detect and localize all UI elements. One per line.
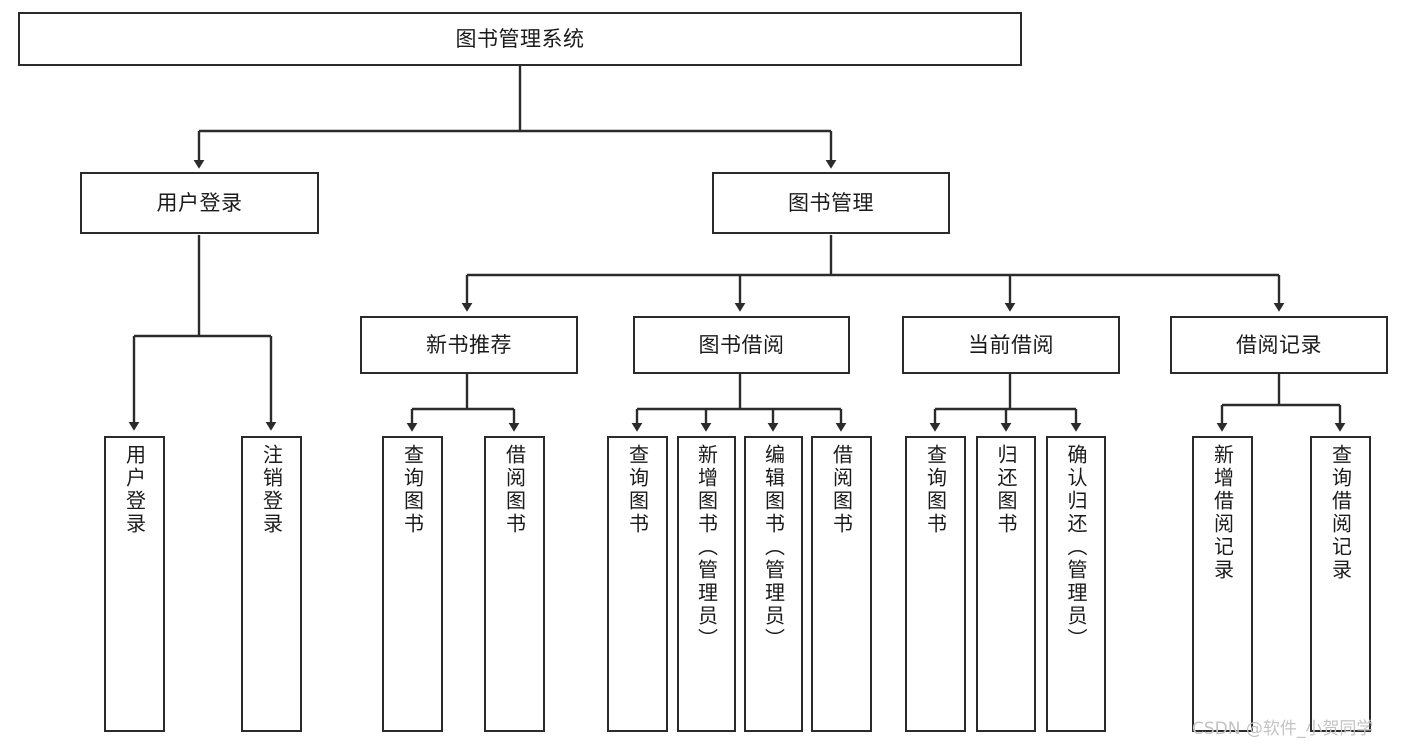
node-label: 图书管理系统 [455, 26, 585, 51]
node-user-login[interactable]: 用户登录 [80, 172, 319, 234]
leaf-current-borrow-confirm-return[interactable]: 确认归还（管理员） [1046, 436, 1106, 732]
csdn-watermark: CSDN @软件_小贺同学 [1192, 719, 1374, 739]
node-label: 图书管理 [788, 190, 874, 215]
node-label: 查询借阅记录 [1328, 444, 1353, 582]
node-label: 用户登录 [156, 190, 243, 215]
leaf-book-borrow-query[interactable]: 查询图书 [607, 436, 668, 732]
node-label: 新增图书（管理员） [694, 444, 719, 651]
node-label: 图书借阅 [698, 332, 785, 357]
leaf-current-borrow-query[interactable]: 查询图书 [905, 436, 966, 732]
node-book-borrow[interactable]: 图书借阅 [633, 316, 850, 374]
node-new-book-recommend[interactable]: 新书推荐 [360, 316, 578, 374]
node-book-management[interactable]: 图书管理 [712, 172, 950, 234]
leaf-user-login-logout[interactable]: 注销登录 [241, 436, 302, 732]
node-label: 新增借阅记录 [1210, 444, 1235, 582]
leaf-borrow-record-add[interactable]: 新增借阅记录 [1192, 436, 1253, 732]
node-current-borrow[interactable]: 当前借阅 [902, 316, 1120, 374]
leaf-book-borrow-borrow[interactable]: 借阅图书 [811, 436, 872, 732]
leaf-user-login-login[interactable]: 用户登录 [104, 436, 165, 732]
node-label: 当前借阅 [968, 332, 1054, 357]
node-label: 查询图书 [400, 444, 425, 536]
node-label: 编辑图书（管理员） [761, 444, 786, 651]
leaf-borrow-record-query[interactable]: 查询借阅记录 [1310, 436, 1371, 732]
leaf-current-borrow-return[interactable]: 归还图书 [976, 436, 1036, 732]
node-label: 确认归还（管理员） [1064, 444, 1088, 651]
leaf-new-book-borrow[interactable]: 借阅图书 [484, 436, 545, 732]
node-label: 借阅记录 [1236, 332, 1322, 357]
node-root-system[interactable]: 图书管理系统 [18, 12, 1022, 66]
node-label: 借阅图书 [829, 444, 854, 536]
leaf-book-borrow-edit[interactable]: 编辑图书（管理员） [744, 436, 803, 732]
node-label: 注销登录 [259, 444, 284, 536]
node-label: 归还图书 [994, 444, 1018, 536]
node-borrow-record[interactable]: 借阅记录 [1170, 316, 1388, 374]
node-label: 查询图书 [625, 444, 650, 536]
node-label: 查询图书 [923, 444, 948, 536]
leaf-book-borrow-add[interactable]: 新增图书（管理员） [677, 436, 736, 732]
node-label: 借阅图书 [502, 444, 527, 536]
node-label: 新书推荐 [426, 332, 512, 357]
node-label: 用户登录 [122, 444, 147, 536]
leaf-new-book-query[interactable]: 查询图书 [382, 436, 443, 732]
